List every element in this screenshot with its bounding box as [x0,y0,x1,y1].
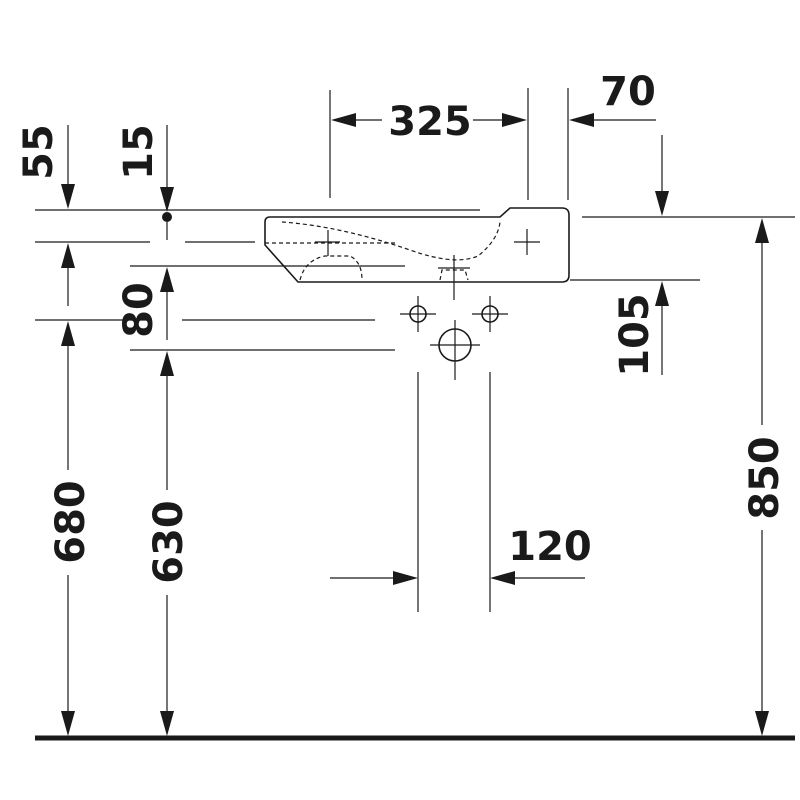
supply-connection-left [400,296,436,332]
dimension-80: 80 [116,267,174,340]
dimension-120: 120 [330,524,592,585]
supply-connection-right [472,296,508,332]
dimension-15-label: 15 [116,124,162,180]
dimension-120-label: 120 [508,524,592,570]
waste-connection [430,320,480,380]
dimension-105: 105 [612,281,669,377]
dimension-55-label: 55 [16,124,62,180]
dimension-325: 325 [331,99,527,145]
dimension-15: 15 [116,124,174,240]
dimension-630: 630 [146,351,192,736]
tap-hole-crosshair [514,229,540,255]
dimension-70-label: 70 [600,69,656,115]
dimension-70: 70 [569,69,669,216]
dimension-630-label: 630 [146,500,192,584]
dimension-850: 850 [742,218,788,736]
dimension-680-label: 680 [48,480,94,564]
dimension-680: 680 [48,321,94,736]
basin-foot-left-hidden [299,255,363,281]
dimension-325-label: 325 [388,99,472,145]
dimension-80-label: 80 [116,282,162,338]
dimension-55: 55 [16,124,75,306]
dimension-105-label: 105 [612,293,658,377]
washbasin-outline [264,207,570,283]
basin-bowl-hidden [281,221,501,261]
overflow-crosshair [315,230,340,256]
reference-point [162,212,172,222]
dimension-850-label: 850 [742,436,788,520]
